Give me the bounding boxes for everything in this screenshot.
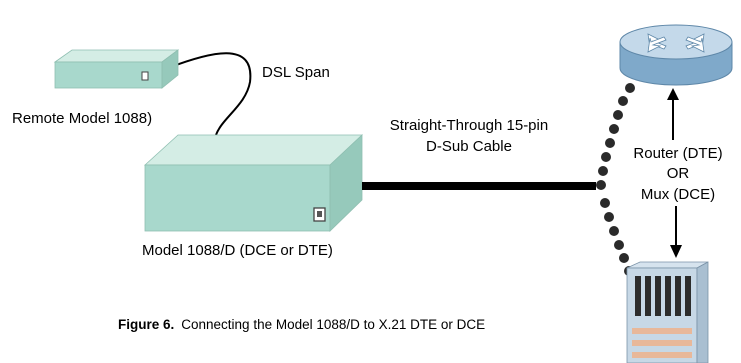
or-label: OR [667, 165, 690, 182]
local-port-icon-inner [317, 211, 322, 217]
mux-top [626, 261, 709, 269]
model-1088d-unit [143, 134, 364, 232]
remote-model-1088 [53, 49, 180, 89]
cable-label-line1: Straight-Through 15-pin [390, 117, 548, 134]
mux-dce-label: Mux (DCE) [641, 186, 715, 203]
mux-base-stripe [632, 352, 692, 358]
cable-label-line2: D-Sub Cable [426, 138, 512, 155]
dotted-link-to-router [596, 83, 635, 190]
arrow-to-mux [670, 206, 682, 258]
figure-caption-text: Connecting the Model 1088/D to X.21 DTE … [181, 317, 485, 332]
router-arrows-icon [647, 33, 705, 53]
dsub-cable [362, 182, 596, 190]
mux-device [626, 261, 709, 363]
local-model-label: Model 1088/D (DCE or DTE) [142, 242, 333, 259]
remote-port-icon [141, 71, 149, 81]
local-device-side [329, 134, 363, 232]
router-device [619, 24, 733, 86]
local-device-front [144, 164, 331, 232]
figure-caption: Figure 6. Connecting the Model 1088/D to … [118, 317, 485, 332]
dsl-span-cable [167, 52, 252, 136]
local-device-top [143, 134, 364, 166]
mux-base-stripe [632, 340, 692, 346]
mux-card-slots [635, 276, 691, 316]
dsl-span-label: DSL Span [262, 64, 330, 81]
mux-side [696, 261, 709, 363]
remote-model-label: Remote Model 1088) [12, 110, 152, 127]
remote-device-top [53, 49, 180, 63]
figure-number: Figure 6. [118, 317, 174, 332]
arrow-to-router [667, 88, 679, 140]
router-dte-label: Router (DTE) [633, 145, 722, 162]
router-top [619, 24, 733, 60]
remote-device-side [161, 49, 179, 89]
mux-base-stripe [632, 328, 692, 334]
